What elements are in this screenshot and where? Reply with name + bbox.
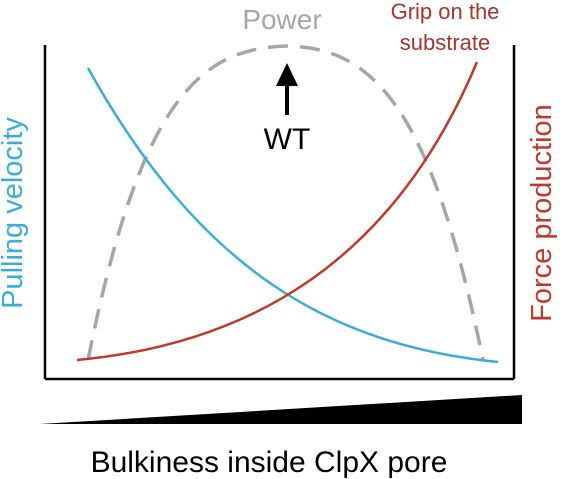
force-production-curve (76, 61, 479, 362)
y-axis-left-label: Pulling velocity (0, 117, 29, 309)
wt-label: WT (264, 123, 311, 156)
wedge-icon (40, 395, 522, 424)
y-axis-right-label: Force production (526, 104, 558, 322)
axes (43, 45, 516, 381)
grip-label-line2: substrate (400, 30, 491, 55)
pulling-velocity-curve (86, 67, 499, 364)
power-label: Power (242, 4, 321, 35)
up-arrow-icon (276, 63, 298, 115)
x-axis-label: Bulkiness inside ClpX pore (91, 446, 448, 479)
power-curve (86, 44, 485, 361)
grip-label-line1: Grip on the (391, 0, 500, 24)
